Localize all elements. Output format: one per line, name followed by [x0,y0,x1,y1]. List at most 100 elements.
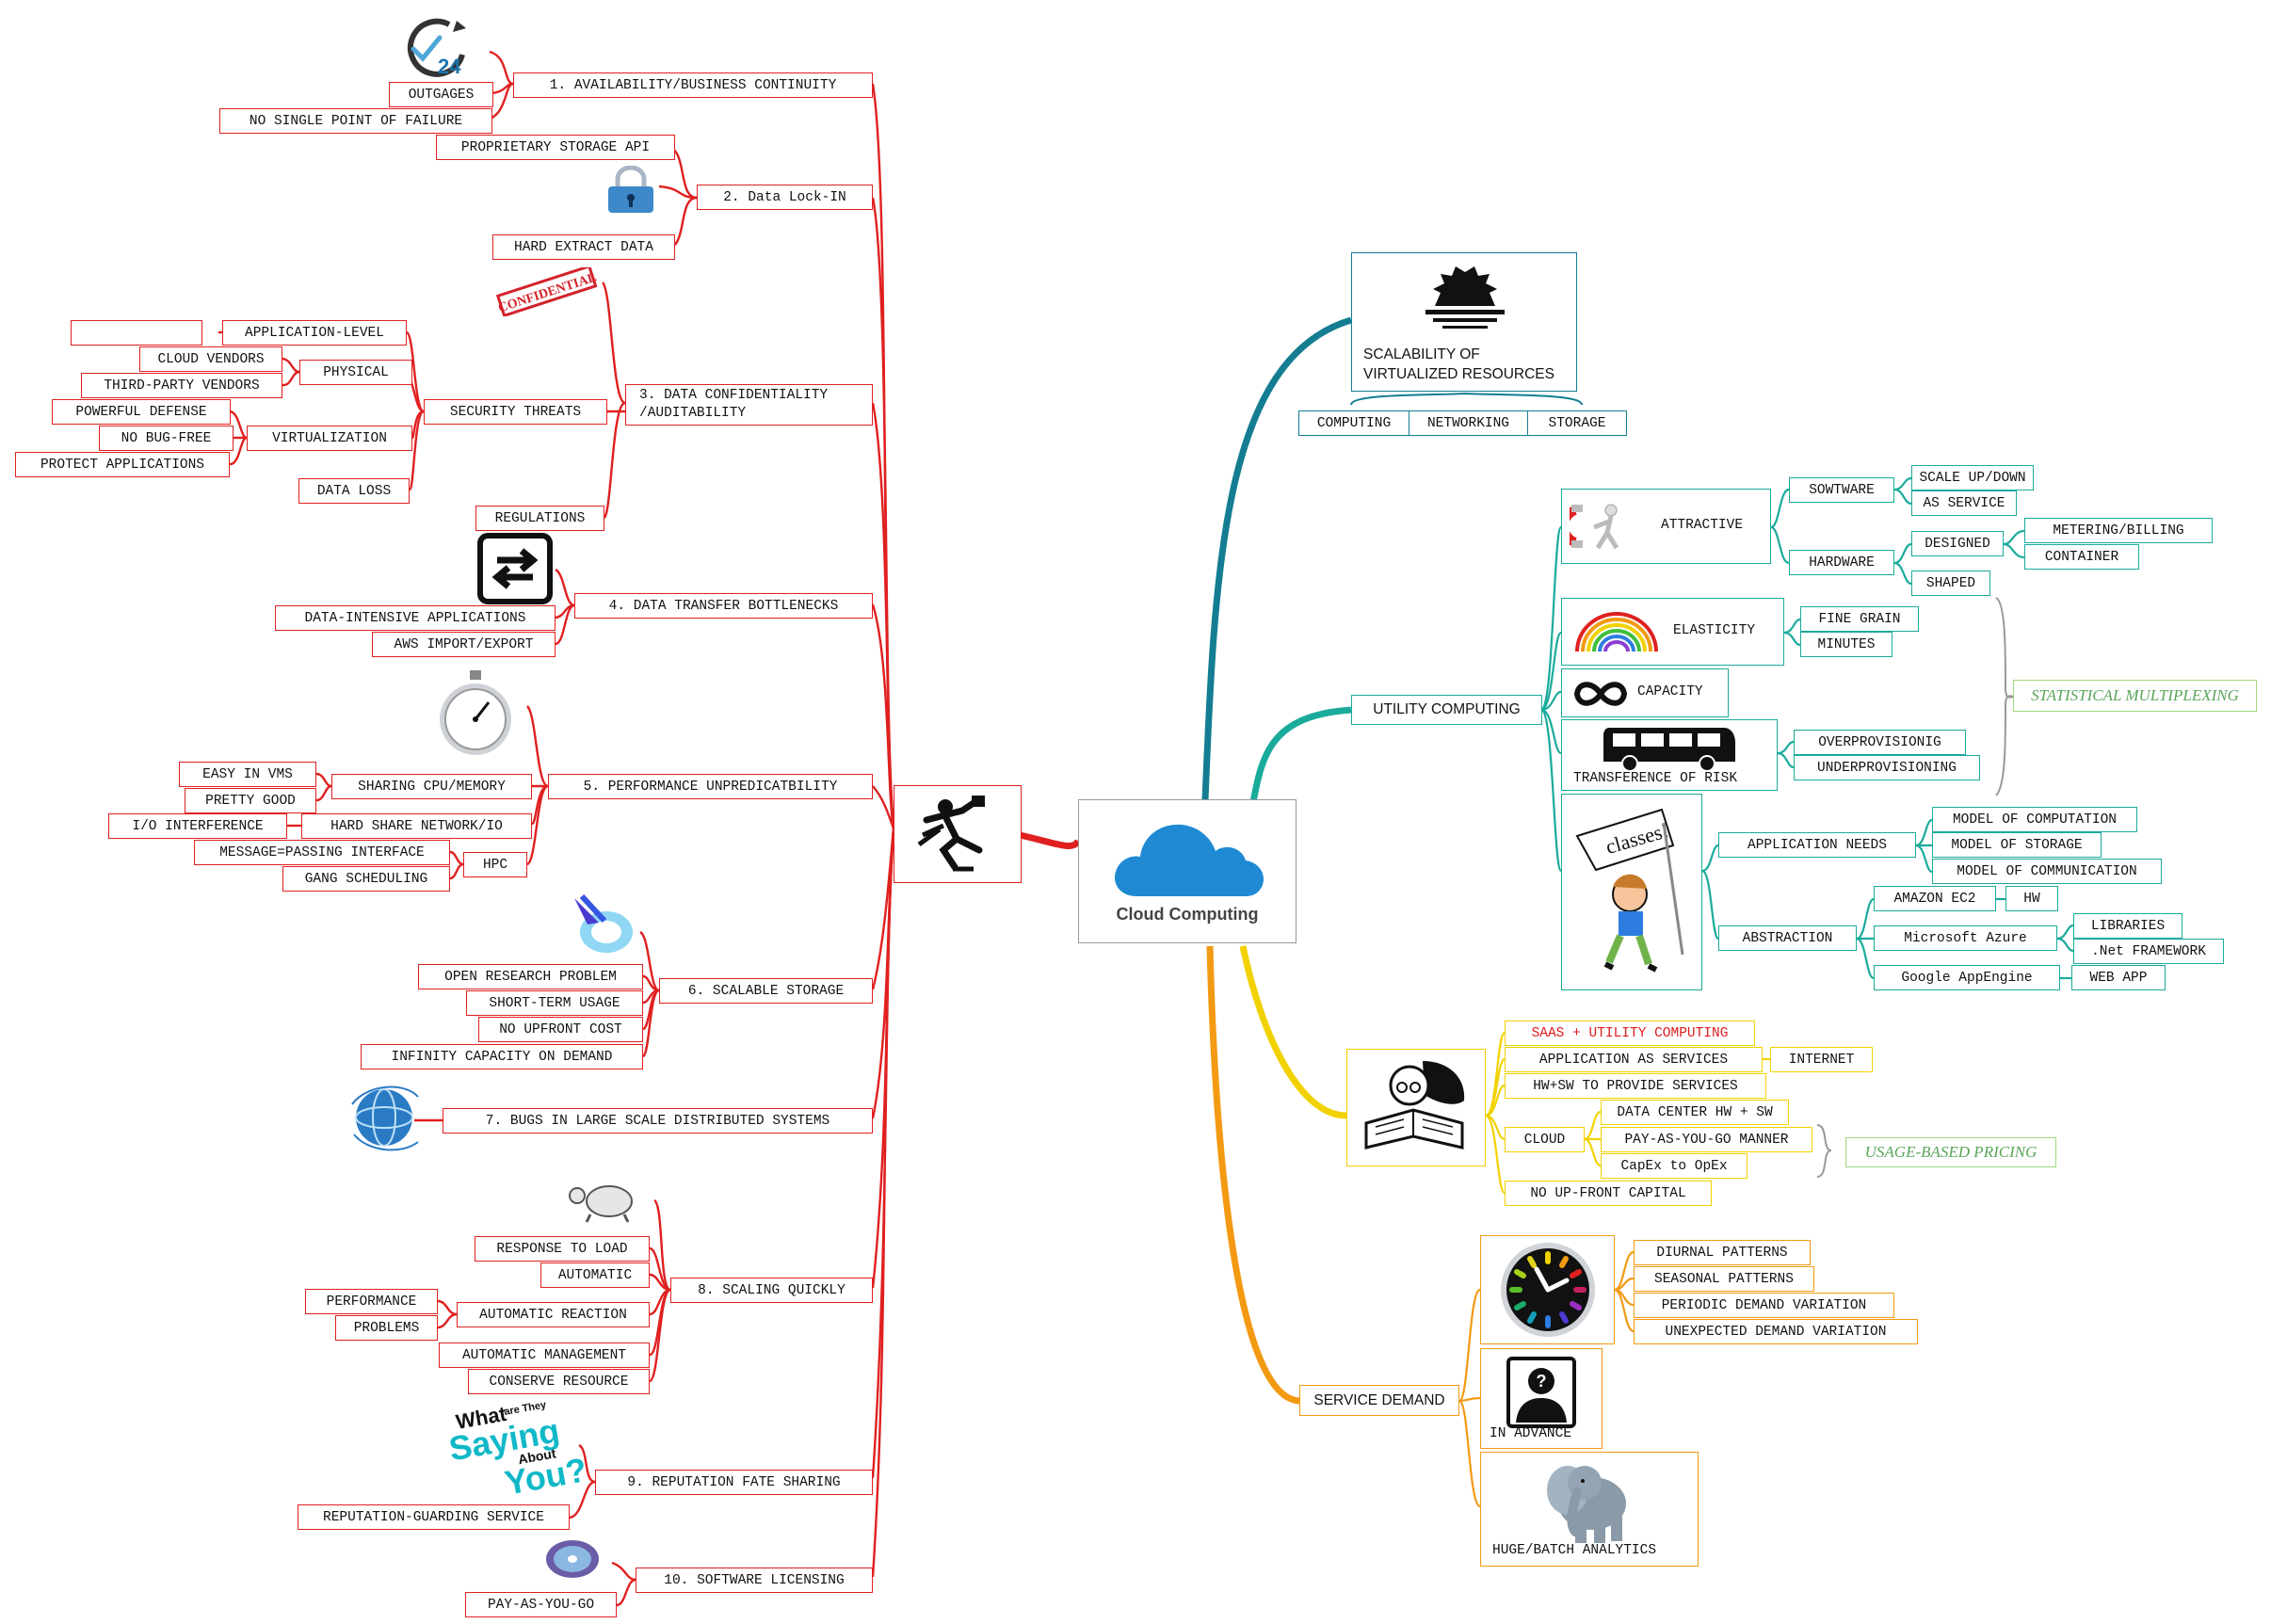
cloud-node[interactable]: CLOUD [1505,1127,1585,1152]
model-of-computation-node[interactable]: MODEL OF COMPUTATION [1932,807,2137,832]
shaped-node[interactable]: SHAPED [1911,571,1990,596]
internet-node[interactable]: INTERNET [1770,1047,1873,1072]
hardware-node[interactable]: HARDWARE [1789,550,1894,575]
obstacle-4[interactable]: 4. DATA TRANSFER BOTTLENECKS [574,593,873,619]
obstacle-2[interactable]: 2. Data Lock-IN [697,185,873,210]
designed-node[interactable]: DESIGNED [1911,531,2004,556]
classes-node[interactable]: classes! [1561,794,1702,990]
central-topic[interactable]: Cloud Computing [1078,799,1297,943]
no-single-point-node[interactable]: NO SINGLE POINT OF FAILURE [219,108,492,134]
automatic-node[interactable]: AUTOMATIC [540,1262,650,1288]
obstacle-3[interactable]: 3. DATA CONFIDENTIALITY /AUDITABILITY [625,384,873,426]
model-of-communication-node[interactable]: MODEL OF COMMUNICATION [1932,859,2162,884]
application-needs-node[interactable]: APPLICATION NEEDS [1718,832,1916,858]
hard-share-network-node[interactable]: HARD SHARE NETWORK/IO [301,813,532,839]
metering-billing-node[interactable]: METERING/BILLING [2024,518,2213,543]
huge-batch-analytics-node[interactable]: HUGE/BATCH ANALYTICS [1480,1452,1699,1567]
protect-applications-node[interactable]: PROTECT APPLICATIONS [15,452,230,477]
net-framework-node[interactable]: .Net FRAMEWORK [2073,939,2224,964]
overprovisioning-node[interactable]: OVERPROVISIONIG [1794,730,1966,755]
capacity-node[interactable]: CAPACITY [1561,668,1729,717]
io-interference-node[interactable]: I/O INTERFERENCE [108,813,287,839]
model-of-storage-node[interactable]: MODEL OF STORAGE [1932,832,2102,858]
automatic-management-node[interactable]: AUTOMATIC MANAGEMENT [439,1343,650,1368]
aws-import-node[interactable]: AWS IMPORT/EXPORT [372,632,556,657]
conserve-resource-node[interactable]: CONSERVE RESOURCE [468,1369,650,1394]
obstacle-7[interactable]: 7. BUGS IN LARGE SCALE DISTRIBUTED SYSTE… [443,1108,873,1134]
service-demand-node[interactable]: SERVICE DEMAND [1299,1385,1459,1416]
utility-computing-node[interactable]: UTILITY COMPUTING [1351,695,1542,725]
as-service-node[interactable]: AS SERVICE [1911,490,2017,516]
message-passing-node[interactable]: MESSAGE=PASSING INTERFACE [194,840,450,865]
periodic-demand-node[interactable]: PERIODIC DEMAND VARIATION [1634,1293,1894,1318]
obstacle-6[interactable]: 6. SCALABLE STORAGE [659,978,873,1004]
google-appengine-node[interactable]: Google AppEngine [1874,965,2060,990]
response-to-load-node[interactable]: RESPONSE TO LOAD [475,1236,650,1262]
outages-node[interactable]: OUTGAGES [389,82,493,107]
reputation-guarding-node[interactable]: REPUTATION-GUARDING SERVICE [298,1504,570,1530]
microsoft-azure-node[interactable]: Microsoft Azure [1874,925,2057,951]
obstacles-root[interactable] [894,785,1022,883]
scale-up-down-node[interactable]: SCALE UP/DOWN [1911,465,2034,490]
hw-node[interactable]: HW [2005,886,2058,911]
performance-node[interactable]: PERFORMANCE [305,1289,438,1314]
software-node[interactable]: SOWTWARE [1789,477,1894,503]
clock-node[interactable] [1480,1235,1615,1344]
minutes-node[interactable]: MINUTES [1800,632,1892,657]
security-threats-node[interactable]: SECURITY THREATS [424,399,607,425]
diurnal-patterns-node[interactable]: DIURNAL PATTERNS [1634,1240,1811,1265]
attractive-node[interactable]: ATTRACTIVE [1561,489,1771,564]
saas-topic[interactable] [1346,1049,1486,1166]
data-center-node[interactable]: DATA CENTER HW + SW [1601,1100,1789,1125]
short-term-usage-node[interactable]: SHORT-TERM USAGE [466,990,643,1016]
third-party-vendors-node[interactable]: THIRD-PARTY VENDORS [81,373,282,398]
powerful-defense-node[interactable]: POWERFUL DEFENSE [52,399,231,425]
infinity-capacity-node[interactable]: INFINITY CAPACITY ON DEMAND [361,1044,643,1069]
abstraction-node[interactable]: ABSTRACTION [1718,925,1857,951]
easy-in-vms-node[interactable]: EASY IN VMS [179,762,316,787]
networking-node[interactable]: NETWORKING [1409,410,1528,436]
no-upfront-capital-node[interactable]: NO UP-FRONT CAPITAL [1505,1181,1712,1206]
cloud-vendors-node[interactable]: CLOUD VENDORS [139,346,282,372]
pay-as-you-go-manner-node[interactable]: PAY-AS-YOU-GO MANNER [1601,1127,1812,1152]
obstacle-10[interactable]: 10. SOFTWARE LICENSING [636,1568,873,1593]
hpc-node[interactable]: HPC [463,852,527,877]
obstacle-8[interactable]: 8. SCALING QUICKLY [670,1278,873,1303]
gang-scheduling-node[interactable]: GANG SCHEDULING [282,866,450,892]
proprietary-storage-node[interactable]: PROPRIETARY STORAGE API [436,135,675,160]
saas-utility-node[interactable]: SAAS + UTILITY COMPUTING [1505,1021,1755,1046]
scalability-topic[interactable]: SCALABILITY OF VIRTUALIZED RESOURCES [1351,252,1577,392]
libraries-node[interactable]: LIBRARIES [2073,913,2182,939]
elasticity-node[interactable]: ELASTICITY [1561,598,1784,666]
physical-node[interactable]: PHYSICAL [299,360,412,385]
transference-of-risk-node[interactable]: TRANSFERENCE OF RISK [1561,719,1778,791]
data-intensive-node[interactable]: DATA-INTENSIVE APPLICATIONS [275,605,556,631]
cloud-users-node[interactable] [71,320,202,346]
hard-extract-node[interactable]: HARD EXTRACT DATA [492,234,675,260]
in-advance-node[interactable]: ? IN ADVANCE [1480,1348,1603,1449]
regulations-node[interactable]: REGULATIONS [475,506,604,531]
no-upfront-cost-node[interactable]: NO UPFRONT COST [478,1017,643,1042]
problems-node[interactable]: PROBLEMS [335,1315,438,1341]
application-level-node[interactable]: APPLICATION-LEVEL [222,320,407,346]
pretty-good-node[interactable]: PRETTY GOOD [185,788,316,813]
unexpected-demand-node[interactable]: UNEXPECTED DEMAND VARIATION [1634,1319,1918,1344]
sharing-cpu-node[interactable]: SHARING CPU/MEMORY [331,774,532,799]
amazon-ec2-node[interactable]: AMAZON EC2 [1874,886,1996,911]
obstacle-9[interactable]: 9. REPUTATION FATE SHARING [595,1470,873,1495]
automatic-reaction-node[interactable]: AUTOMATIC REACTION [457,1302,650,1327]
data-loss-node[interactable]: DATA LOSS [298,478,410,504]
application-as-services-node[interactable]: APPLICATION AS SERVICES [1505,1047,1763,1072]
no-bug-free-node[interactable]: NO BUG-FREE [99,426,234,451]
open-research-node[interactable]: OPEN RESEARCH PROBLEM [418,964,643,989]
capex-opex-node[interactable]: CapEx to OpEx [1601,1153,1748,1179]
pay-as-you-go-left-node[interactable]: PAY-AS-YOU-GO [465,1592,617,1617]
web-app-node[interactable]: WEB APP [2071,965,2166,990]
obstacle-1[interactable]: 1. AVAILABILITY/BUSINESS CONTINUITY [513,72,873,98]
hw-sw-provide-node[interactable]: HW+SW TO PROVIDE SERVICES [1505,1073,1766,1099]
seasonal-patterns-node[interactable]: SEASONAL PATTERNS [1634,1266,1814,1292]
underprovisioning-node[interactable]: UNDERPROVISIONING [1794,755,1980,780]
storage-node[interactable]: STORAGE [1527,410,1627,436]
fine-grain-node[interactable]: FINE GRAIN [1800,606,1919,632]
computing-node[interactable]: COMPUTING [1298,410,1409,436]
